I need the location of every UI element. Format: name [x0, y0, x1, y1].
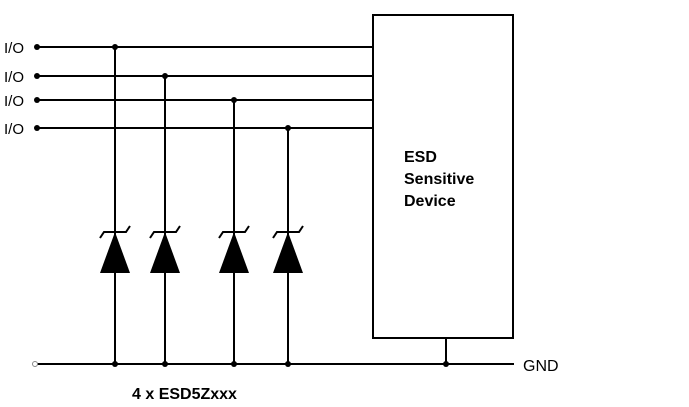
junction-dot [231, 361, 237, 367]
junction-dot [443, 361, 449, 367]
io-label-1: I/O [4, 40, 24, 57]
io-terminal-2 [34, 73, 40, 79]
device-label-line3: Device [404, 193, 456, 210]
junction-dot [162, 73, 168, 79]
io-label-3: I/O [4, 93, 24, 110]
io-terminal-4 [34, 125, 40, 131]
junction-dot [285, 125, 291, 131]
diode-3-icon [219, 232, 249, 273]
io-label-2: I/O [4, 69, 24, 86]
device-label-line1: ESD [404, 149, 437, 166]
diode-4-icon [273, 232, 303, 273]
ground-label: GND [523, 358, 559, 375]
ground-terminal [32, 361, 38, 367]
diode-2-icon [150, 232, 180, 273]
junction-dot [231, 97, 237, 103]
diode-caption: 4 x ESD5Zxxx [132, 386, 237, 403]
diode-1-icon [100, 232, 130, 273]
io-terminal-1 [34, 44, 40, 50]
esd-sensitive-device-box [372, 14, 514, 339]
junction-dot [162, 361, 168, 367]
device-label-line2: Sensitive [404, 171, 474, 188]
junction-dot [285, 361, 291, 367]
io-terminal-3 [34, 97, 40, 103]
io-label-4: I/O [4, 121, 24, 138]
junction-dot [112, 44, 118, 50]
junction-dot [112, 361, 118, 367]
